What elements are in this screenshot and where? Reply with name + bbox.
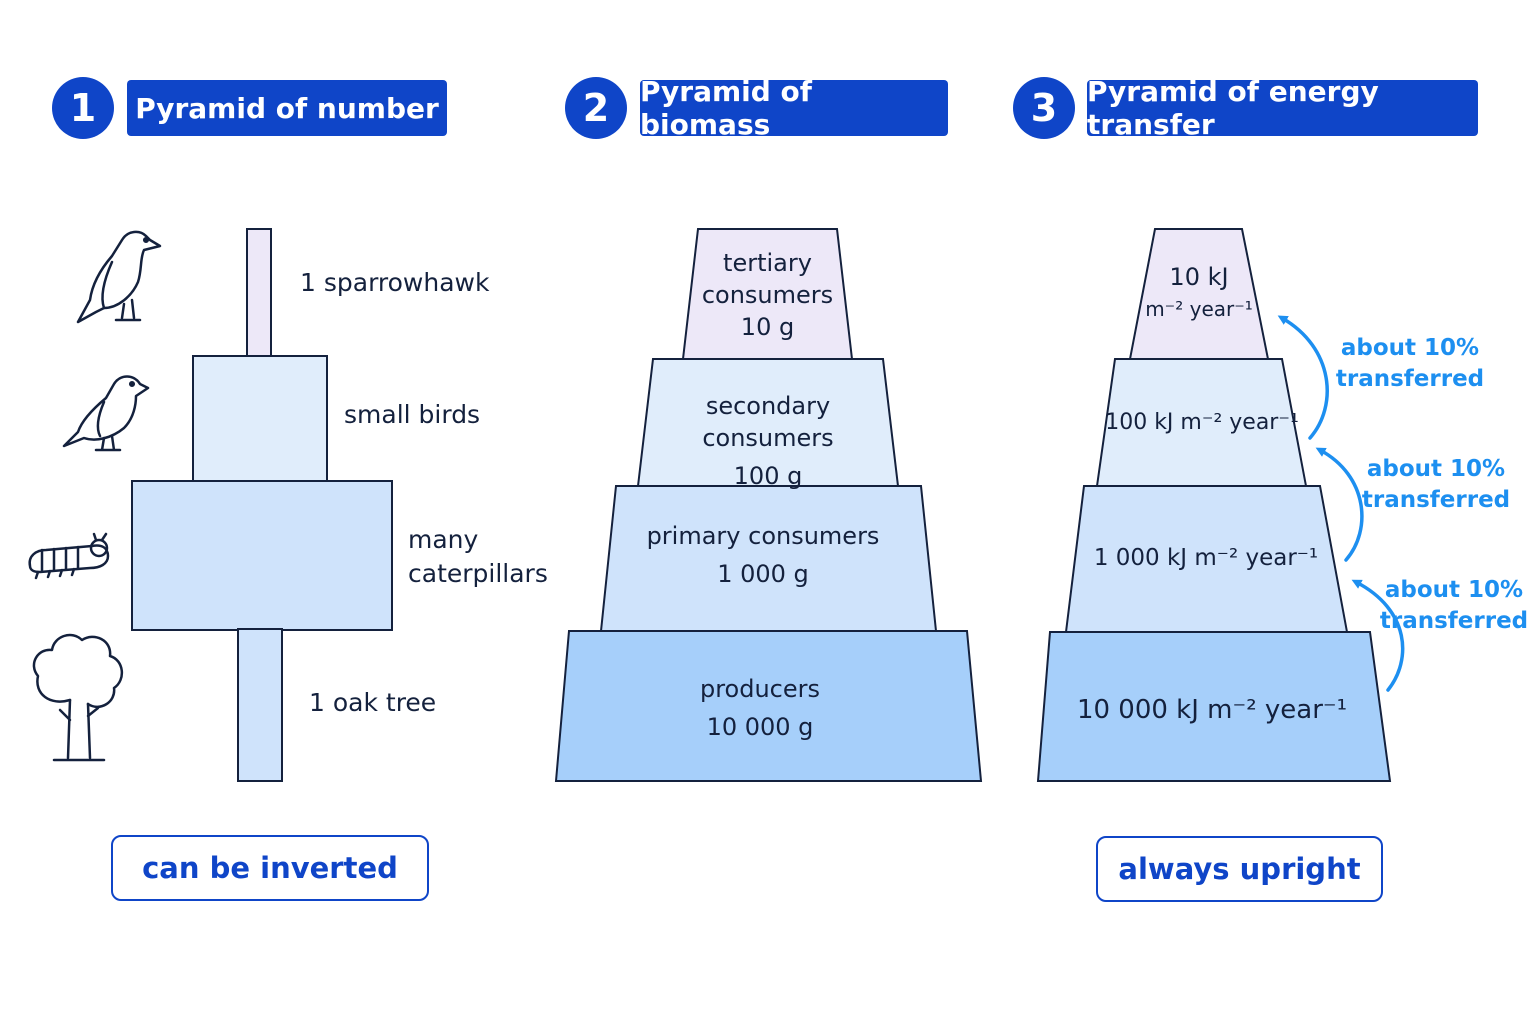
panel-2-number: 2	[565, 77, 627, 139]
transfer-label-bottom-line-1: about 10%	[1384, 577, 1524, 603]
number-bar-sparrowhawk	[246, 228, 272, 358]
biomass-secondary-label: secondary consumers	[702, 392, 834, 452]
biomass-text-producers: producers 10 000 g	[560, 673, 960, 743]
biomass-tier-producers	[554, 630, 983, 782]
transfer-arrow-3	[1277, 315, 1329, 440]
biomass-text-primary: primary consumers 1 000 g	[605, 520, 921, 590]
panel-3-number: 3	[1013, 77, 1075, 139]
biomass-primary-label: primary consumers	[646, 522, 880, 550]
panel-1-number: 1	[52, 77, 114, 139]
level-label-small-birds: small birds	[344, 400, 481, 429]
energy-tier-base	[1036, 631, 1392, 782]
number-bar-oak-tree	[237, 628, 283, 782]
upright-note: always upright	[1096, 836, 1383, 902]
energy-top-unit: m⁻² year⁻¹	[1145, 297, 1253, 321]
transfer-label-top: about 10% transferred	[1330, 333, 1490, 395]
level-label-caterpillars-line-2: caterpillars	[408, 559, 548, 588]
transfer-arrow-2	[1315, 447, 1364, 562]
energy-2-value: 100 kJ m⁻² year⁻¹	[1105, 410, 1299, 435]
number-bar-caterpillars	[131, 480, 393, 631]
energy-text-top: 10 kJ m⁻² year⁻¹	[1130, 261, 1268, 325]
panel-1-title: Pyramid of number	[127, 80, 447, 136]
energy-3-value: 1 000 kJ m⁻² year⁻¹	[1093, 545, 1319, 571]
transfer-label-middle: about 10% transferred	[1356, 454, 1516, 516]
biomass-producers-label: producers	[699, 675, 821, 703]
level-label-caterpillars-line-1: many	[408, 525, 479, 554]
energy-text-3: 1 000 kJ m⁻² year⁻¹	[1068, 542, 1344, 574]
small-bird-icon	[62, 375, 150, 452]
oak-tree-icon	[32, 633, 123, 762]
sparrowhawk-icon	[76, 230, 162, 324]
transfer-label-top-line-1: about 10%	[1340, 335, 1480, 361]
transfer-label-bottom: about 10% transferred	[1376, 575, 1532, 637]
transfer-label-top-line-2: transferred	[1335, 366, 1485, 392]
number-bar-small-birds	[192, 355, 328, 483]
level-label-caterpillars: many caterpillars	[408, 523, 548, 591]
biomass-tertiary-line-2: consumers	[701, 281, 834, 309]
biomass-secondary-value: 100 g	[733, 462, 803, 490]
biomass-text-secondary: secondary consumers 100 g	[640, 390, 896, 492]
inverted-note: can be inverted	[111, 835, 429, 901]
energy-text-base: 10 000 kJ m⁻² year⁻¹	[1042, 694, 1382, 726]
biomass-tertiary-value: 10 g	[740, 313, 795, 341]
panel-3-title: Pyramid of energy transfer	[1087, 75, 1478, 141]
biomass-producers-value: 10 000 g	[706, 713, 814, 741]
transfer-label-bottom-line-2: transferred	[1379, 608, 1529, 634]
energy-base-value: 10 000 kJ m⁻² year⁻¹	[1076, 695, 1348, 725]
energy-text-2: 100 kJ m⁻² year⁻¹	[1100, 407, 1304, 439]
biomass-text-tertiary: tertiary consumers 10 g	[683, 247, 852, 343]
level-label-sparrowhawk: 1 sparrowhawk	[300, 268, 490, 297]
biomass-tertiary-line-1: tertiary	[723, 249, 812, 277]
energy-top-value: 10 kJ	[1169, 263, 1229, 291]
level-label-oak-tree: 1 oak tree	[309, 688, 437, 717]
biomass-primary-value: 1 000 g	[717, 560, 809, 588]
transfer-arrow-1	[1351, 579, 1405, 692]
transfer-label-middle-line-2: transferred	[1361, 487, 1511, 513]
caterpillar-icon	[28, 532, 110, 580]
transfer-label-middle-line-1: about 10%	[1366, 456, 1506, 482]
panel-2-title: Pyramid of biomass	[640, 75, 948, 141]
